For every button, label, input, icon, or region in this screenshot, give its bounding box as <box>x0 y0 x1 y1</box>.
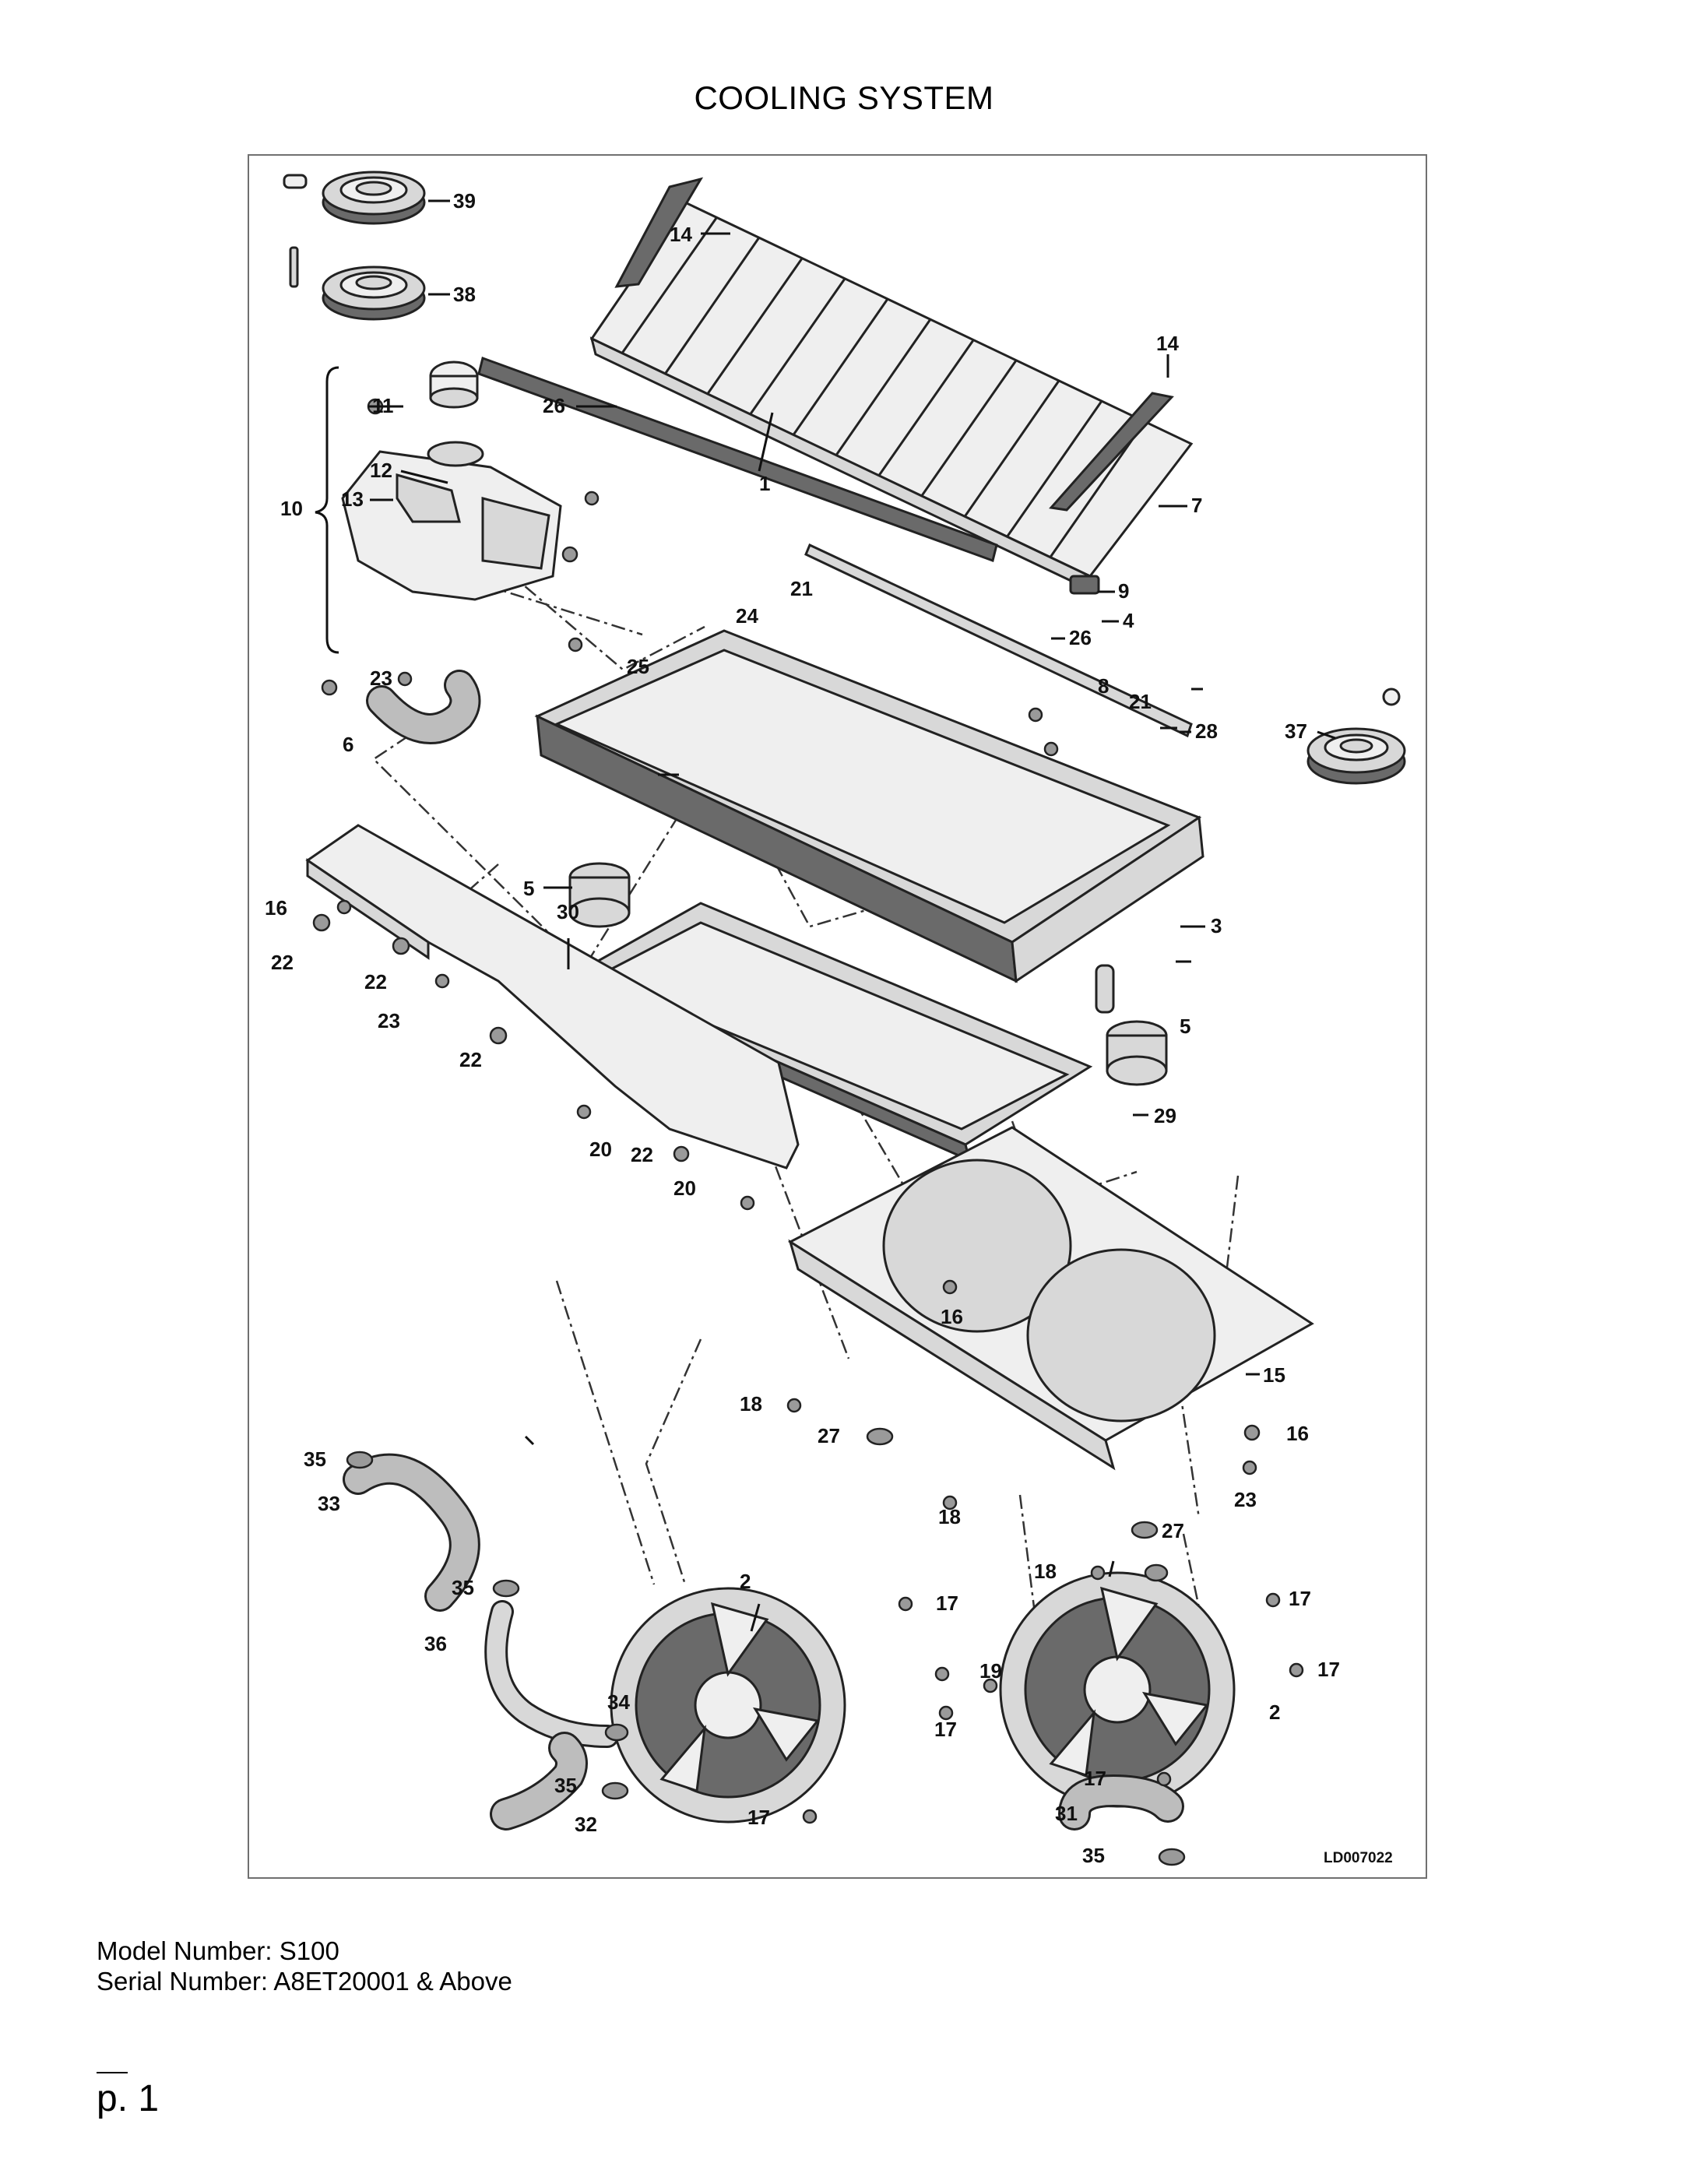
callout-21: 21 <box>790 577 813 600</box>
callout-13: 13 <box>341 487 364 511</box>
callout-22: 22 <box>459 1048 482 1071</box>
coolant-reservoir <box>315 360 562 654</box>
callout-29: 29 <box>1154 1104 1176 1127</box>
callout-35: 35 <box>1082 1844 1105 1867</box>
callout-4: 4 <box>1123 609 1134 632</box>
callout-16: 16 <box>941 1305 963 1328</box>
callout-19: 19 <box>979 1659 1002 1683</box>
coiled-hose-39 <box>283 171 426 225</box>
fan-shroud <box>787 1126 1314 1471</box>
serial-number: Serial Number: A8ET20001 & Above <box>97 1967 512 1996</box>
exploded-parts-diagram: 39 38 14 14 11 26 12 10 13 1 7 21 9 4 26… <box>248 154 1427 1879</box>
callout-23: 23 <box>370 666 392 690</box>
callout-33: 33 <box>318 1492 340 1515</box>
callout-26: 26 <box>1069 626 1092 649</box>
callout-17: 17 <box>936 1591 958 1615</box>
callout-38: 38 <box>453 283 476 306</box>
callout-22: 22 <box>271 951 294 974</box>
callout-12: 12 <box>370 459 392 482</box>
coiled-hose-38 <box>289 246 426 321</box>
callout-35: 35 <box>554 1774 577 1797</box>
callout-35: 35 <box>304 1447 326 1471</box>
coiled-hose-37 <box>1306 688 1406 785</box>
callout-17: 17 <box>747 1806 770 1829</box>
callout-22: 22 <box>631 1143 653 1166</box>
callout-27: 27 <box>1162 1519 1184 1542</box>
callout-26: 26 <box>543 394 565 417</box>
callout-32: 32 <box>575 1813 597 1836</box>
rubber-mounts <box>568 862 1168 1086</box>
callout-17: 17 <box>1084 1767 1106 1790</box>
callout-2: 2 <box>740 1570 751 1593</box>
callout-18: 18 <box>740 1392 762 1416</box>
callout-31: 31 <box>1055 1802 1078 1825</box>
callout-2: 2 <box>1269 1700 1280 1724</box>
callout-labels: 39 38 14 14 11 26 12 10 13 1 7 21 9 4 26… <box>265 189 1393 1867</box>
callout-11: 11 <box>372 394 394 417</box>
callout-14: 14 <box>1156 332 1179 355</box>
callout-3: 3 <box>1211 914 1222 937</box>
callout-6: 6 <box>343 733 353 756</box>
callout-24: 24 <box>736 604 758 628</box>
callout-9: 9 <box>1118 579 1129 603</box>
radiator <box>534 629 1204 1014</box>
callout-16: 16 <box>265 896 287 920</box>
callout-17: 17 <box>934 1718 957 1741</box>
callout-15: 15 <box>1263 1363 1285 1387</box>
radiator-screen-assembly <box>477 177 1194 738</box>
callout-28: 28 <box>1195 719 1218 743</box>
callout-7: 7 <box>1191 494 1202 517</box>
callout-17: 17 <box>1289 1587 1311 1610</box>
callout-18: 18 <box>938 1505 961 1528</box>
page-title: COOLING SYSTEM <box>694 79 994 116</box>
cooling-fan-right <box>999 1571 1236 1808</box>
callout-21: 21 <box>1129 690 1152 713</box>
callout-39: 39 <box>453 189 476 213</box>
callout-17: 17 <box>1317 1658 1340 1681</box>
callout-14: 14 <box>670 223 692 246</box>
drawing-id: LD007022 <box>1324 1850 1393 1866</box>
callout-18: 18 <box>1034 1560 1057 1583</box>
callout-34: 34 <box>607 1690 630 1714</box>
model-number: Model Number: S100 <box>97 1936 339 1965</box>
callout-22: 22 <box>364 970 387 994</box>
page-number-rule <box>97 2072 128 2073</box>
callout-37: 37 <box>1285 719 1307 743</box>
callout-5: 5 <box>1180 1015 1190 1038</box>
cooling-fan-left <box>610 1587 846 1824</box>
callout-8: 8 <box>1098 674 1109 698</box>
callout-5: 5 <box>523 877 534 900</box>
callout-35: 35 <box>452 1576 474 1599</box>
page-number: p. 1 <box>97 2078 160 2119</box>
fasteners <box>312 398 1304 1866</box>
callout-16: 16 <box>1286 1422 1309 1445</box>
callout-20: 20 <box>673 1176 696 1200</box>
callout-23: 23 <box>378 1009 400 1032</box>
callout-1: 1 <box>759 472 770 495</box>
callout-20: 20 <box>589 1138 612 1161</box>
callout-10: 10 <box>280 497 303 520</box>
callout-36: 36 <box>424 1632 447 1655</box>
leader-lines <box>368 199 1336 1632</box>
callout-23: 23 <box>1234 1488 1257 1511</box>
callout-30: 30 <box>557 900 579 923</box>
hoses <box>343 670 1184 1831</box>
callout-27: 27 <box>818 1424 840 1447</box>
callout-25: 25 <box>627 655 649 678</box>
